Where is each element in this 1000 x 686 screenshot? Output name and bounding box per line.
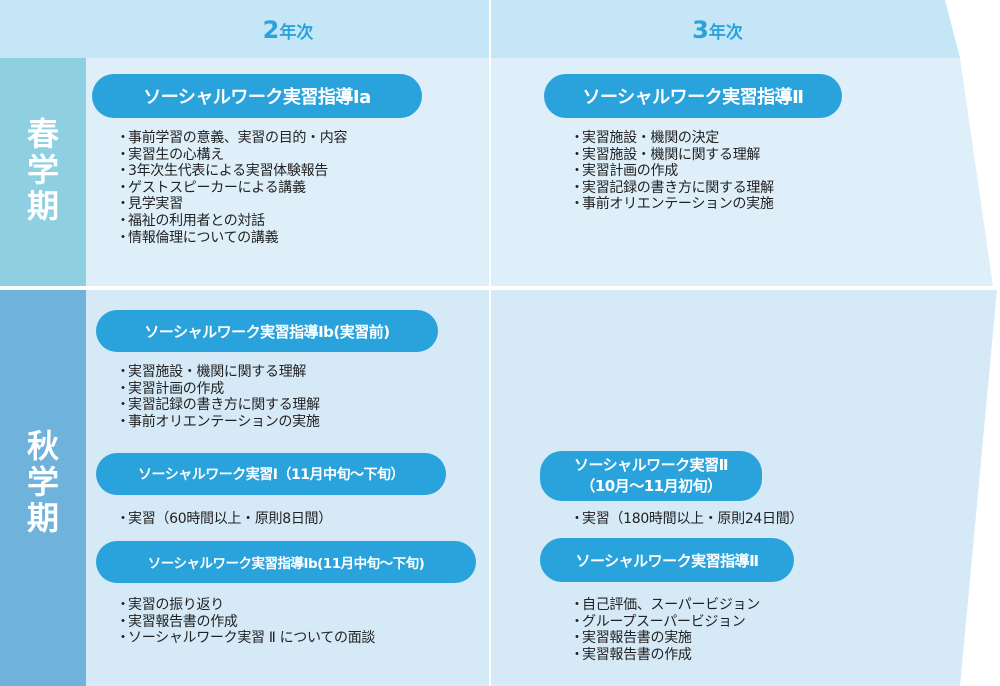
autumn-y3-item-list-1: 実習（180時間以上・原則24日間） — [570, 511, 803, 528]
autumn-char-2: 学 — [26, 463, 59, 501]
autumn-y3-item-list-2: 自己評価、スーパービジョン グループスーパービジョン 実習報告書の実施 実習報告… — [570, 597, 760, 663]
list-item: ゲストスピーカーによる講義 — [116, 180, 347, 197]
list-item: 実習施設・機関に関する理解 — [116, 364, 320, 381]
list-item: 実習（60時間以上・原則8日間） — [116, 511, 332, 528]
autumn-char-1: 秋 — [26, 427, 59, 465]
list-item: 実習記録の書き方に関する理解 — [116, 397, 320, 414]
list-item: ソーシャルワーク実習 Ⅱ についての面談 — [116, 630, 375, 647]
list-item: 情報倫理についての講義 — [116, 230, 347, 247]
autumn-y2-course-pill-1: ソーシャルワーク実習指導Ⅰb(実習前) — [96, 310, 438, 352]
autumn-term-label-bg — [0, 290, 86, 686]
autumn-term-label: 秋 学 期 — [0, 428, 86, 536]
pill-line-2: （10月～11月初旬） — [580, 477, 722, 495]
list-item: 実習記録の書き方に関する理解 — [570, 180, 774, 197]
spring-char-1: 春 — [26, 115, 59, 153]
list-item: 実習計画の作成 — [116, 381, 320, 398]
autumn-y2-item-list-3: 実習の振り返り 実習報告書の作成 ソーシャルワーク実習 Ⅱ についての面談 — [116, 597, 375, 647]
list-item: 実習報告書の作成 — [570, 647, 760, 664]
spring-y2-course-pill: ソーシャルワーク実習指導Ⅰa — [92, 74, 422, 118]
year-3-number: 3 — [692, 16, 709, 44]
list-item: 福祉の利用者との対話 — [116, 213, 347, 230]
list-item: 実習報告書の実施 — [570, 630, 760, 647]
list-item: 実習計画の作成 — [570, 163, 774, 180]
spring-char-2: 学 — [26, 151, 59, 189]
list-item: 実習報告書の作成 — [116, 614, 375, 631]
autumn-y2-item-list-1: 実習施設・機関に関する理解 実習計画の作成 実習記録の書き方に関する理解 事前オ… — [116, 364, 320, 430]
spring-y3-course-pill: ソーシャルワーク実習指導Ⅱ — [544, 74, 842, 118]
list-item: 実習生の心構え — [116, 147, 347, 164]
year-header-band — [0, 0, 960, 58]
autumn-char-3: 期 — [26, 499, 59, 537]
year-3-unit: 年次 — [708, 23, 743, 43]
list-item: 事前オリエンテーションの実施 — [570, 196, 774, 213]
list-item: 実習の振り返り — [116, 597, 375, 614]
year-2-header: 2年次 — [86, 14, 490, 46]
list-item: 実習施設・機関の決定 — [570, 130, 774, 147]
spring-y3-item-list: 実習施設・機関の決定 実習施設・機関に関する理解 実習計画の作成 実習記録の書き… — [570, 130, 774, 213]
autumn-y2-course-pill-3: ソーシャルワーク実習指導Ⅰb(11月中旬～下旬) — [96, 541, 476, 583]
spring-y2-item-list: 事前学習の意義、実習の目的・内容 実習生の心構え 3年次生代表による実習体験報告… — [116, 130, 348, 247]
year-2-unit: 年次 — [279, 23, 314, 43]
spring-term-label-bg — [0, 58, 86, 286]
pill-line-1: ソーシャルワーク実習Ⅱ — [573, 456, 729, 474]
autumn-y2-item-list-2: 実習（60時間以上・原則8日間） — [116, 511, 332, 528]
spring-term-label: 春 学 期 — [0, 116, 86, 224]
autumn-y3-course-pill-1: ソーシャルワーク実習Ⅱ （10月～11月初旬） — [540, 451, 762, 501]
list-item: グループスーパービジョン — [570, 614, 760, 631]
year-3-header: 3年次 — [490, 14, 945, 46]
list-item: 見学実習 — [116, 196, 347, 213]
list-item: 実習施設・機関に関する理解 — [570, 147, 774, 164]
autumn-y2-course-pill-2: ソーシャルワーク実習Ⅰ（11月中旬～下旬） — [96, 453, 446, 495]
autumn-y3-course-pill-2: ソーシャルワーク実習指導Ⅱ — [540, 538, 794, 582]
year-2-number: 2 — [262, 16, 280, 44]
spring-char-3: 期 — [26, 187, 59, 225]
list-item: 実習（180時間以上・原則24日間） — [570, 511, 803, 528]
list-item: 事前学習の意義、実習の目的・内容 — [116, 130, 348, 147]
list-item: 事前オリエンテーションの実施 — [116, 414, 320, 431]
list-item: 3年次生代表による実習体験報告 — [116, 163, 347, 180]
list-item: 自己評価、スーパービジョン — [570, 597, 760, 614]
